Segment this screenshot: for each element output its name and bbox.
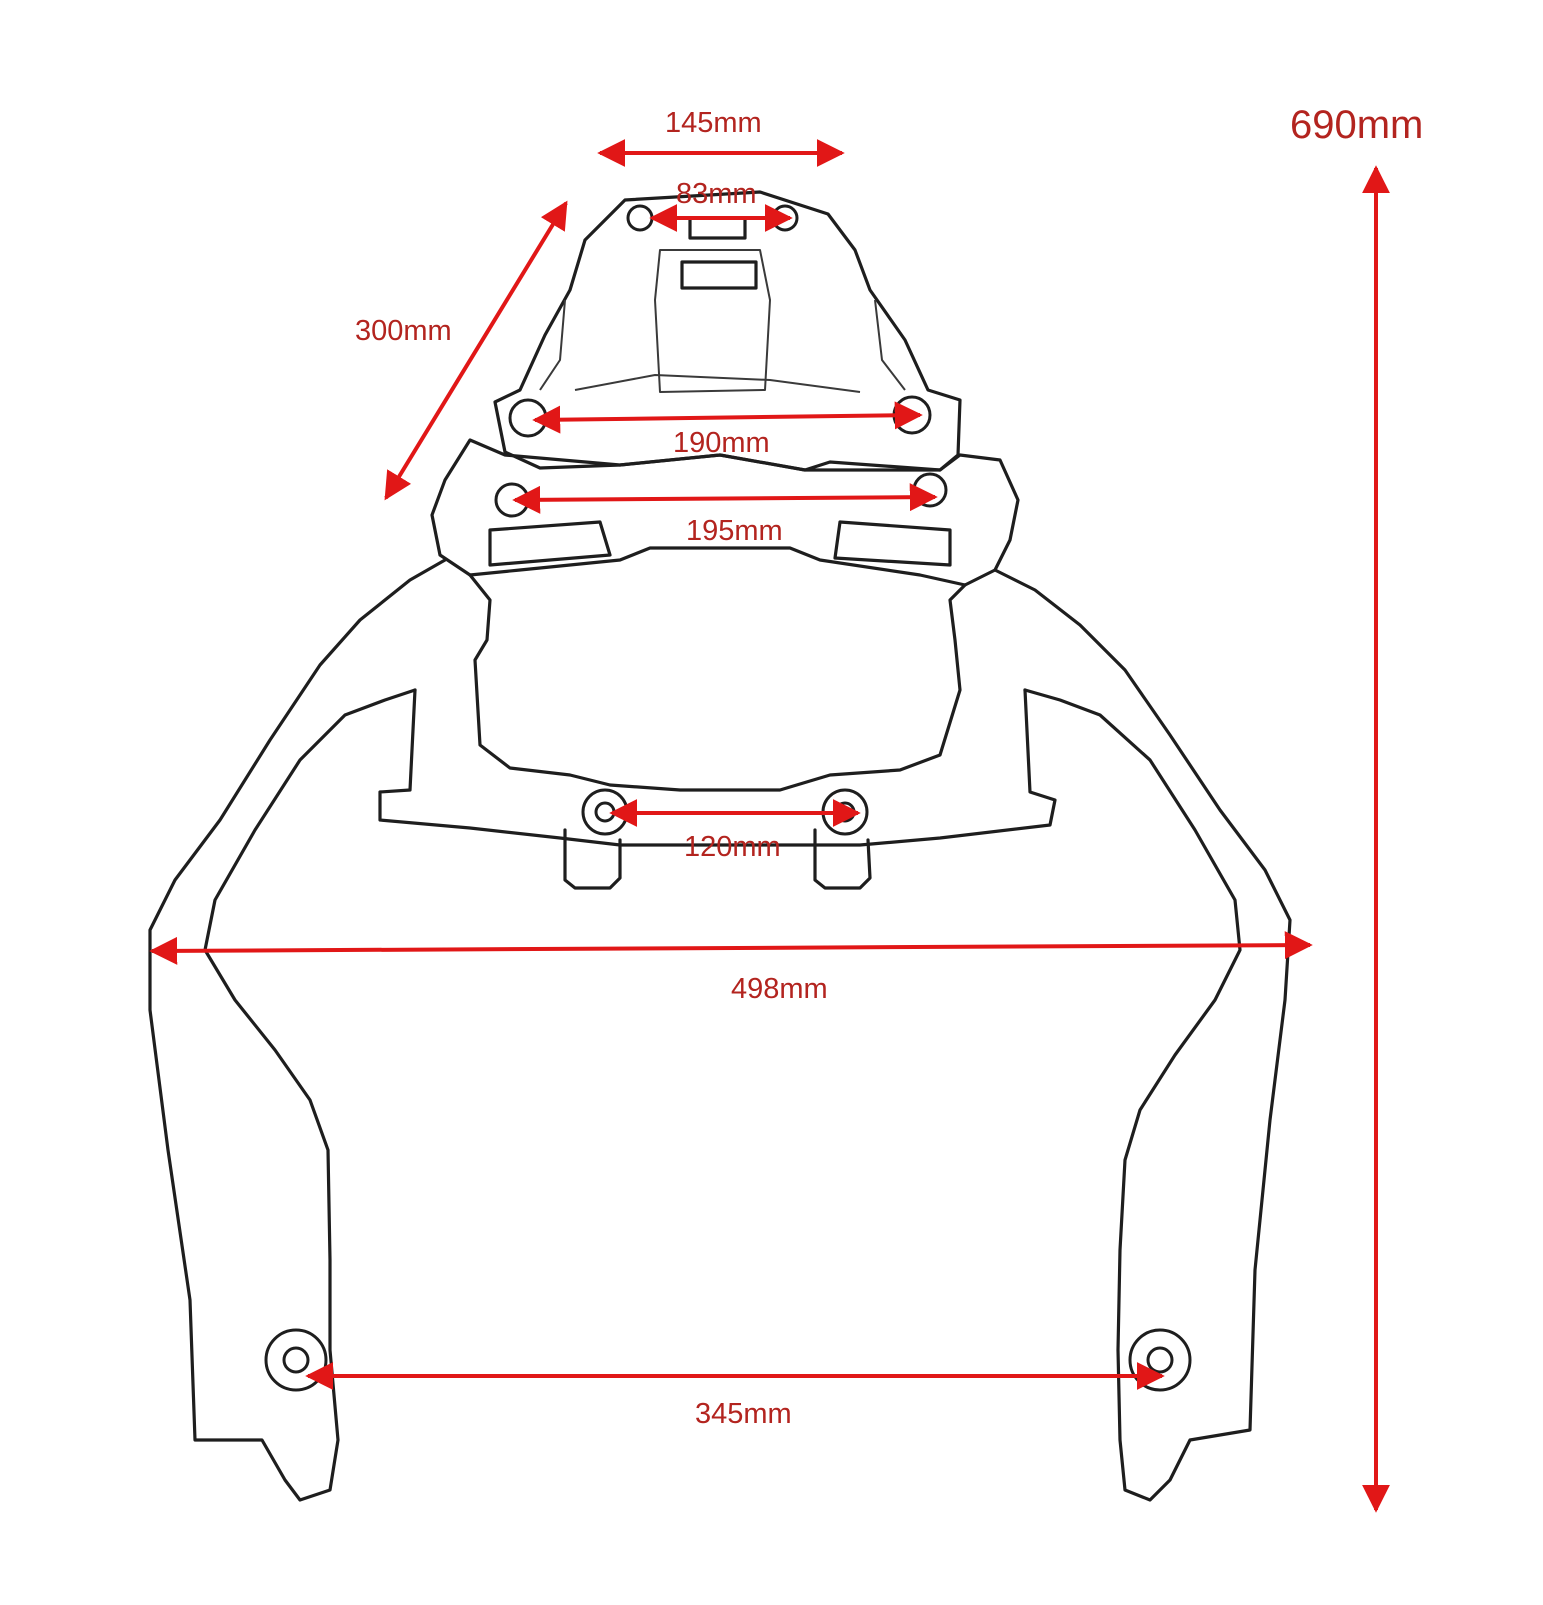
label-bottom-345: 345mm — [695, 1398, 792, 1430]
inner-bracket — [468, 573, 967, 792]
arrow-195 — [512, 483, 938, 514]
arrow-300 — [384, 200, 568, 501]
label-inner-120: 120mm — [684, 831, 781, 863]
right-arm — [993, 568, 1292, 1502]
dimension-labels: 690mm 145mm 83mm 300mm 190mm 195mm 120mm… — [355, 103, 1423, 1430]
label-holes-83: 83mm — [676, 178, 757, 210]
label-top-145: 145mm — [665, 107, 762, 139]
label-upper-190: 190mm — [673, 427, 770, 459]
dimension-arrows — [149, 139, 1390, 1513]
arrow-498 — [149, 931, 1313, 965]
label-height-690: 690mm — [1290, 103, 1423, 147]
label-diagonal-300: 300mm — [355, 315, 452, 347]
left-arm — [148, 558, 447, 1502]
label-width-498: 498mm — [731, 973, 828, 1005]
label-middle-195: 195mm — [686, 515, 783, 547]
arrow-190 — [532, 401, 923, 434]
